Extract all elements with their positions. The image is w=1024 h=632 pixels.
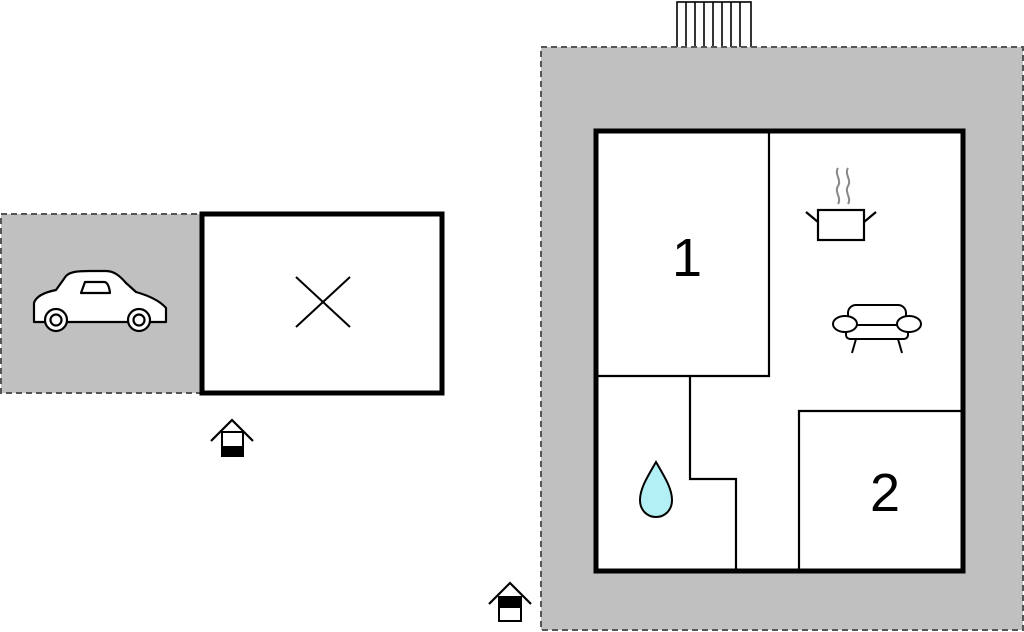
room-1-label: 1 [672,228,702,288]
house-entrance-icon [210,418,254,457]
water-drop-icon [638,459,674,519]
room-2: 2 [870,463,900,523]
room-2-label: 2 [870,463,900,523]
cross-icon [295,276,351,328]
stairs-icon [676,1,752,53]
house-entrance-icon [488,581,532,622]
sofa-icon [832,304,922,354]
car-icon [32,269,168,333]
room-1: 1 [672,228,702,288]
cooking-pot-icon [805,167,877,242]
interior-walls [596,131,963,571]
